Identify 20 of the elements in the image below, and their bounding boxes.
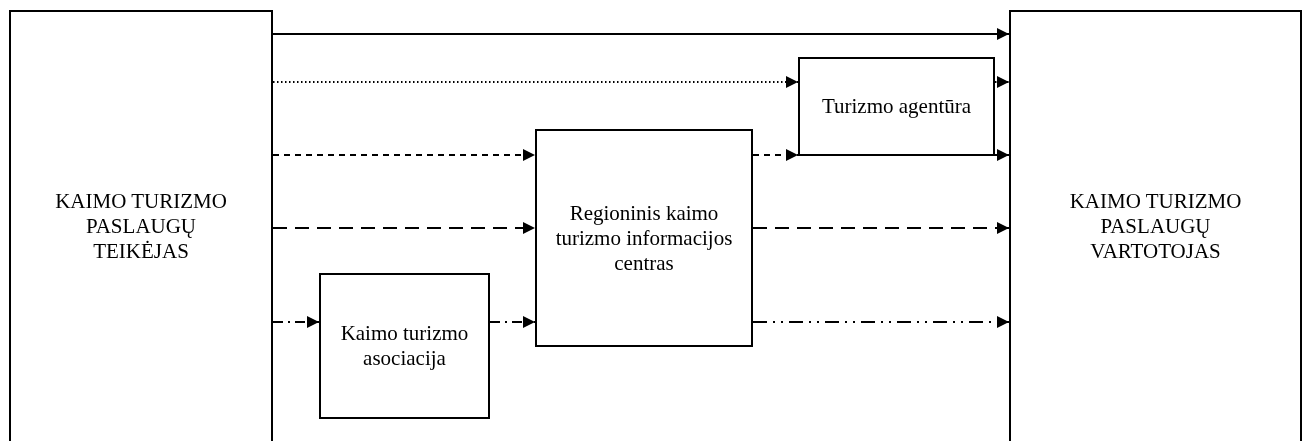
arrow [994, 76, 1010, 88]
box-label: KAIMO TURIZMO PASLAUGŲ TEIKĖJAS [54, 189, 228, 264]
box-label: Kaimo turizmo asociacija [339, 321, 470, 371]
arrow [752, 149, 799, 161]
box-label: Turizmo agentūra [821, 94, 972, 119]
arrow [272, 222, 536, 234]
arrow [489, 316, 536, 328]
arrow [272, 316, 320, 328]
arrow [994, 149, 1010, 161]
process-box [1009, 10, 1302, 441]
process-box [9, 10, 273, 441]
box-label: Regioninis kaimo turizmo informacijos centras [554, 200, 734, 276]
arrow [752, 222, 1010, 234]
arrow [272, 149, 536, 161]
arrow [272, 28, 1010, 40]
process-box [319, 273, 490, 419]
process-box [798, 57, 995, 156]
arrow [752, 316, 1010, 328]
box-label: KAIMO TURIZMO PASLAUGŲ VARTOTOJAS [1068, 189, 1243, 264]
process-box [535, 129, 753, 347]
